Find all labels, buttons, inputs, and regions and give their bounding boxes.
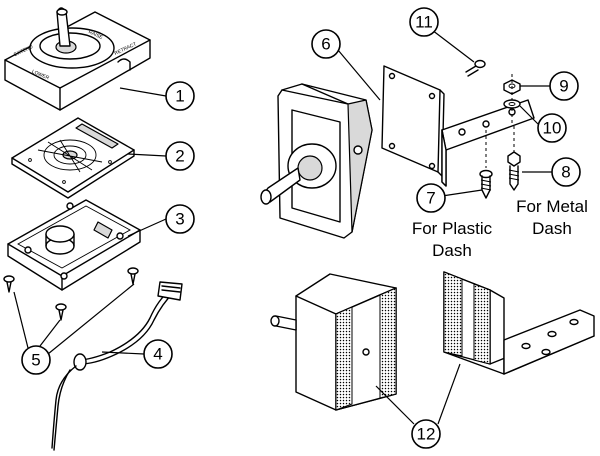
small-screw: [465, 59, 486, 77]
wire-harness: [51, 281, 183, 451]
callout-11: 11: [409, 7, 439, 37]
screw-b: [55, 303, 67, 321]
callout-5: 5: [21, 345, 51, 375]
screw-a: [3, 275, 15, 293]
leader-lines: [13, 29, 552, 425]
circuit-board: [11, 117, 135, 199]
metal-dash-screw: [507, 126, 521, 191]
mounting-bracket: [441, 99, 535, 187]
mounting-screws: [3, 267, 139, 321]
callout-12: 12: [411, 419, 441, 449]
screw-c: [127, 267, 139, 285]
callout-8-label: 8: [561, 163, 570, 182]
plastic-dash-note-line2: Dash: [432, 241, 472, 260]
callout-12-label: 12: [417, 425, 436, 444]
callout-3: 3: [165, 204, 195, 234]
reflector-bracket: [443, 271, 595, 375]
reflector-box: [270, 273, 397, 411]
lock-washer: [503, 99, 521, 109]
callout-3-label: 3: [175, 210, 184, 229]
callout-11-label: 11: [415, 13, 433, 32]
callout-10-label: 10: [543, 119, 562, 138]
callout-7: 7: [416, 183, 446, 213]
gasket-plate: [381, 65, 445, 177]
callout-2: 2: [165, 141, 195, 171]
metal-dash-note-line2: Dash: [532, 219, 572, 238]
callout-8: 8: [551, 157, 581, 187]
callout-2-label: 2: [175, 147, 184, 166]
callout-1: 1: [165, 81, 195, 111]
switch-box: [260, 83, 373, 239]
callout-4: 4: [143, 339, 173, 369]
base-housing: [7, 199, 141, 291]
callout-1-label: 1: [175, 87, 184, 106]
callout-7-label: 7: [426, 189, 435, 208]
metal-dash-note-line1: For Metal: [516, 197, 588, 216]
callout-6-label: 6: [321, 35, 330, 54]
callout-9-label: 9: [559, 77, 568, 96]
callout-6: 6: [311, 29, 341, 59]
callout-9: 9: [549, 71, 579, 101]
callout-5-label: 5: [31, 351, 40, 370]
callout-4-label: 4: [153, 345, 162, 364]
plastic-dash-note-line1: For Plastic: [412, 219, 493, 238]
joystick-housing-top: RAISE LOWER RETRACT EXTEND: [4, 7, 151, 111]
plastic-dash-screw: [479, 130, 493, 199]
callout-10: 10: [537, 113, 567, 143]
